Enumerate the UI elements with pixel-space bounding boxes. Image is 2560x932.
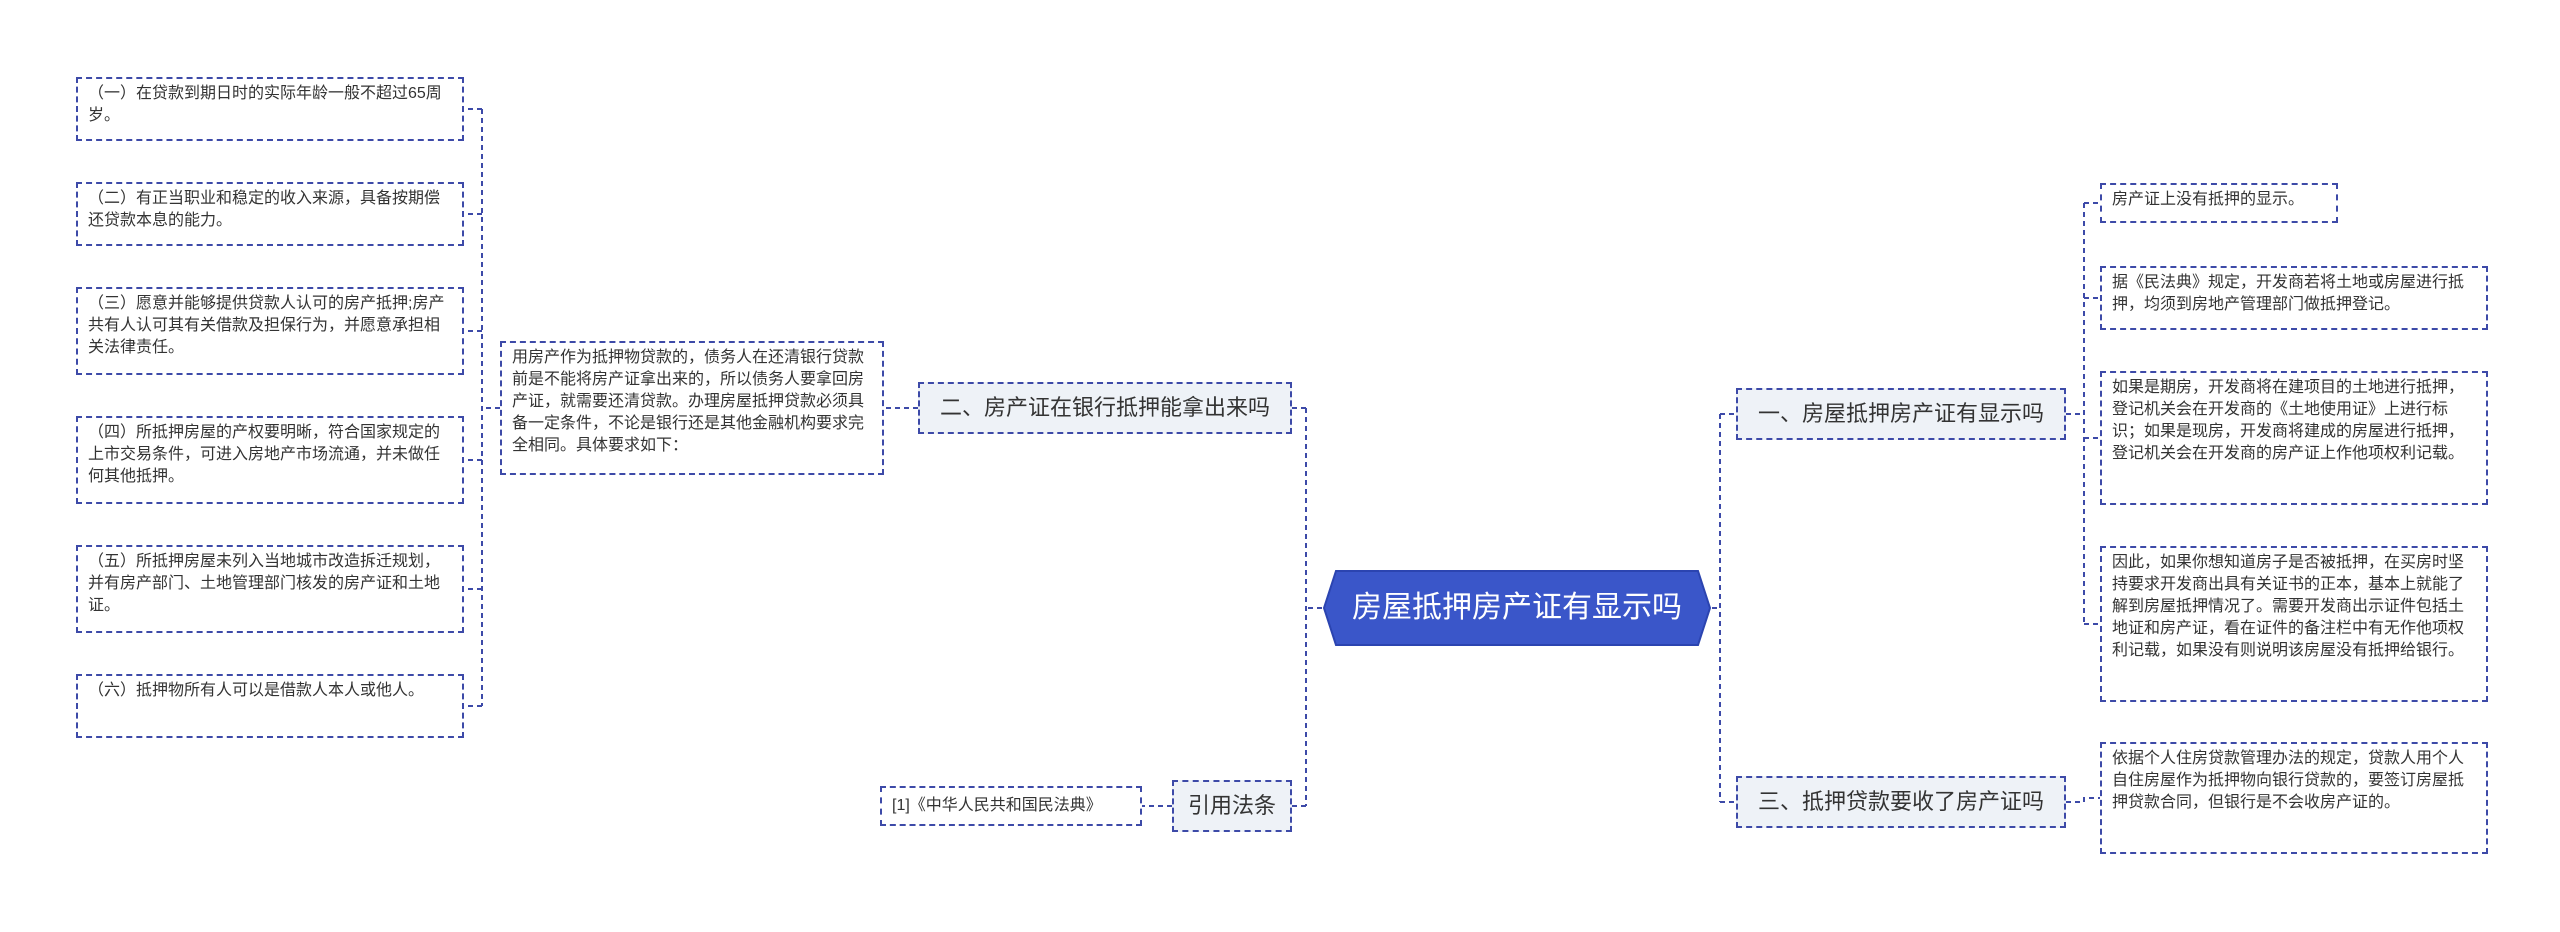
branch-1-item-1-text: 房产证上没有抵押的显示。 [2112, 191, 2305, 208]
branch-3-item-1[interactable]: 依据个人住房贷款管理办法的规定，贷款人用个人自住房屋作为抵押物向银行贷款的，要签… [2100, 742, 2488, 854]
root-shape [1322, 570, 1712, 646]
citation-topic-label: 引用法条 [1187, 793, 1276, 818]
requirement-5-text: （五）所抵押房屋未列入当地城市改造拆迁规划，并有房产部门、土地管理部门核发的房产… [88, 553, 441, 614]
branch-2-intro[interactable]: 用房产作为抵押物贷款的，债务人在还清银行贷款前是不能将房产证拿出来的，所以债务人… [500, 341, 884, 475]
branch-1-item-4[interactable]: 因此，如果你想知道房子是否被抵押，在买房时坚持要求开发商出具有关证书的正本，基本… [2100, 546, 2488, 702]
branch-1-item-4-text: 因此，如果你想知道房子是否被抵押，在买房时坚持要求开发商出具有关证书的正本，基本… [2112, 554, 2465, 659]
citation-item[interactable]: [1]《中华人民共和国民法典》 [880, 786, 1142, 826]
branch-topic-2[interactable]: 二、房产证在银行抵押能拿出来吗 [918, 382, 1292, 434]
branch-1-item-3-text: 如果是期房，开发商将在建项目的土地进行抵押，登记机关会在开发商的《土地使用证》上… [2112, 379, 2465, 462]
requirement-5[interactable]: （五）所抵押房屋未列入当地城市改造拆迁规划，并有房产部门、土地管理部门核发的房产… [76, 545, 464, 633]
branch-topic-2-label: 二、房产证在银行抵押能拿出来吗 [939, 395, 1270, 420]
citation-topic[interactable]: 引用法条 [1172, 780, 1292, 832]
requirement-6[interactable]: （六）抵押物所有人可以是借款人本人或他人。 [76, 674, 464, 738]
branch-1-item-1[interactable]: 房产证上没有抵押的显示。 [2100, 183, 2338, 223]
root-label: 房屋抵押房产证有显示吗 [1352, 591, 1682, 624]
requirement-3-text: （三）愿意并能够提供贷款人认可的房产抵押;房产共有人认可其有关借款及担保行为，并… [88, 295, 445, 356]
requirement-4-text: （四）所抵押房屋的产权要明晰，符合国家规定的上市交易条件，可进入房地产市场流通，… [88, 424, 441, 485]
branch-topic-1[interactable]: 一、房屋抵押房产证有显示吗 [1736, 388, 2066, 440]
branch-1-item-2-text: 据《民法典》规定，开发商若将土地或房屋进行抵押，均须到房地产管理部门做抵押登记。 [2112, 274, 2465, 313]
branch-topic-1-label: 一、房屋抵押房产证有显示吗 [1757, 401, 2044, 426]
citation-item-text: [1]《中华人民共和国民法典》 [892, 797, 1102, 814]
branch-topic-3-label: 三、抵押贷款要收了房产证吗 [1757, 789, 2044, 814]
requirement-3[interactable]: （三）愿意并能够提供贷款人认可的房产抵押;房产共有人认可其有关借款及担保行为，并… [76, 287, 464, 375]
branch-1-item-2[interactable]: 据《民法典》规定，开发商若将土地或房屋进行抵押，均须到房地产管理部门做抵押登记。 [2100, 266, 2488, 330]
branch-topic-3[interactable]: 三、抵押贷款要收了房产证吗 [1736, 776, 2066, 828]
edge-branch-3-item [2066, 797, 2100, 803]
requirement-2[interactable]: （二）有正当职业和稳定的收入来源，具备按期偿还贷款本息的能力。 [76, 182, 464, 246]
requirement-2-text: （二）有正当职业和稳定的收入来源，具备按期偿还贷款本息的能力。 [88, 190, 441, 229]
requirement-1-text: （一）在贷款到期日时的实际年龄一般不超过65周岁。 [88, 85, 442, 124]
requirement-1[interactable]: （一）在贷款到期日时的实际年龄一般不超过65周岁。 [76, 77, 464, 141]
branch-1-item-3[interactable]: 如果是期房，开发商将在建项目的土地进行抵押，登记机关会在开发商的《土地使用证》上… [2100, 371, 2488, 505]
requirement-4[interactable]: （四）所抵押房屋的产权要明晰，符合国家规定的上市交易条件，可进入房地产市场流通，… [76, 416, 464, 504]
root-topic[interactable]: 房屋抵押房产证有显示吗 [1322, 569, 1712, 647]
branch-3-item-1-text: 依据个人住房贷款管理办法的规定，贷款人用个人自住房屋作为抵押物向银行贷款的，要签… [2112, 750, 2465, 811]
branch-2-intro-text: 用房产作为抵押物贷款的，债务人在还清银行贷款前是不能将房产证拿出来的，所以债务人… [512, 349, 865, 454]
requirement-6-text: （六）抵押物所有人可以是借款人本人或他人。 [88, 682, 425, 699]
